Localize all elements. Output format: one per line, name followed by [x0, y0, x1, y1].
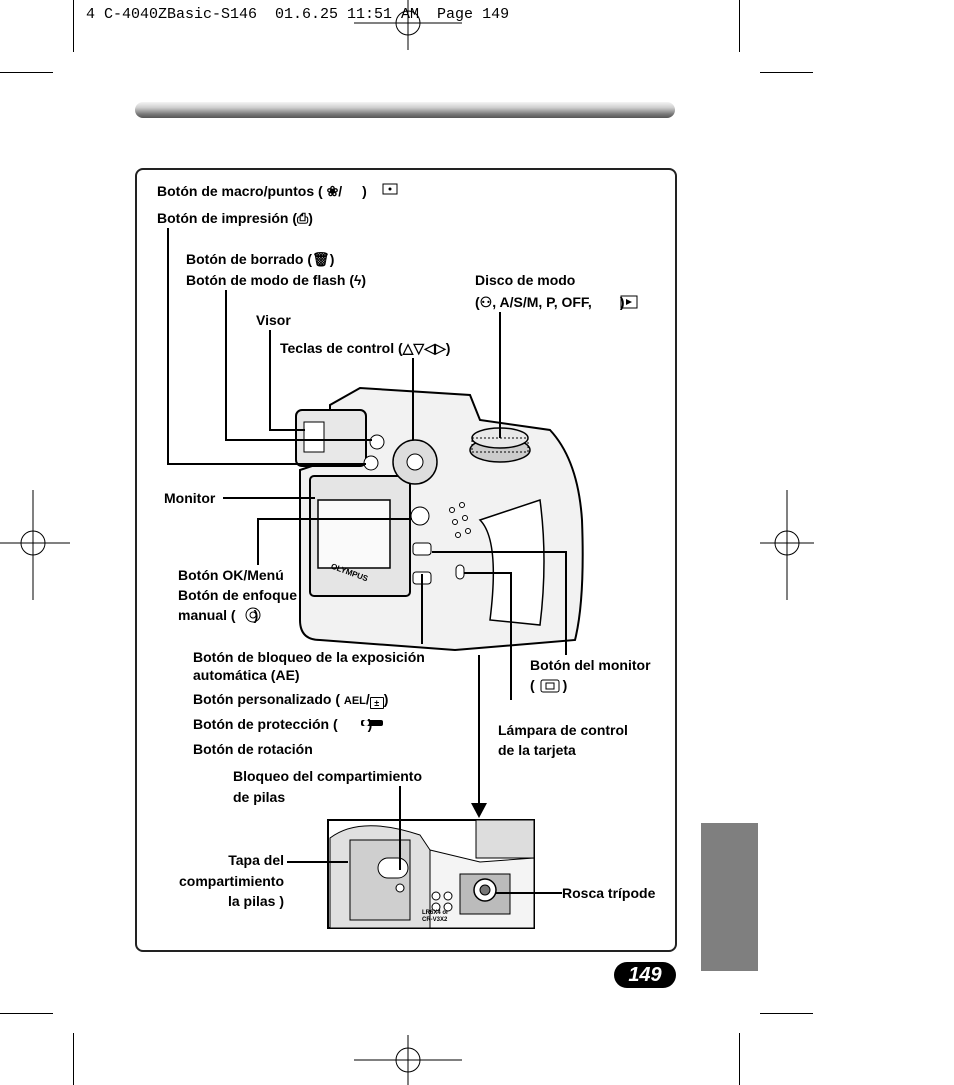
macro-icon: ❀/ [326, 183, 343, 199]
label-viewfinder: Visor [256, 312, 291, 328]
label-battery-cover-3: la pilas ) [227, 893, 284, 909]
label-text: ) [308, 210, 313, 226]
label-text: ) [362, 183, 367, 199]
label-text: Botón de protección ( [193, 716, 338, 732]
print-icon: ⎙ [297, 210, 309, 226]
label-ae-lock: Botón de bloqueo de la exposición [193, 649, 425, 665]
label-text: ) [329, 251, 335, 267]
label-battery-lock-2: de pilas [233, 789, 286, 805]
crop-mark [760, 1013, 813, 1014]
label-flash-button: Botón de modo de flash (ϟ) [186, 270, 366, 290]
header-bar [135, 102, 675, 118]
trash-icon: 🗑 [312, 251, 330, 267]
label-battery-cover: Tapa del [228, 852, 284, 868]
label-battery-lock: Bloqueo del compartimiento [233, 768, 423, 784]
label-card-lamp: Lámpara de control [498, 722, 628, 738]
label-text: ) [367, 716, 373, 732]
label-manual-focus-2: manual () [178, 605, 258, 625]
label-protect-button: Botón de protección () [193, 714, 372, 734]
crop-mark [0, 1013, 53, 1014]
registration-mark-bottom [354, 1035, 462, 1085]
label-macro-button: Botón de macro/puntos ( ❀/ ) [157, 181, 367, 201]
page-number: 149 [614, 962, 676, 988]
crop-mark [739, 1033, 740, 1085]
label-ae-lock-2: automática (AE) [193, 667, 300, 683]
label-mode-dial-values: (⚇, A/S/M, P, OFF,) [475, 294, 625, 310]
label-custom-button: Botón personalizado ( AEL/±) [193, 691, 389, 709]
label-text: Botón personalizado ( [193, 691, 340, 707]
chapter-tab [701, 823, 758, 971]
label-text: ) [383, 691, 389, 707]
label-monitor: Monitor [164, 490, 216, 506]
label-battery-cover-2: compartimiento [178, 873, 284, 889]
label-monitor-button: Botón del monitor [530, 657, 651, 673]
movie-icon: ⚇ [479, 294, 493, 310]
battery-text-line: CR-V3X2 [422, 917, 448, 923]
crop-mark [73, 1033, 74, 1085]
label-text: Botón de impresión ( [157, 210, 297, 226]
label-ok-menu: Botón OK/Menú [178, 567, 284, 583]
crop-mark [73, 0, 74, 52]
label-text: manual ( [178, 607, 236, 623]
label-text: ) [361, 272, 367, 288]
battery-text: LR6X4 or CR-V3X2 [422, 910, 448, 924]
ael-text: AEL [343, 695, 366, 707]
label-text: , A/S/M, P, OFF, [492, 294, 592, 310]
custom-icon: ± [369, 697, 384, 709]
label-text: Botón de macro/puntos ( [157, 183, 323, 199]
label-card-lamp-2: de la tarjeta [498, 742, 576, 758]
diagram-frame [135, 168, 677, 952]
label-tripod: Rosca trípode [562, 885, 656, 901]
registration-mark-top [354, 0, 462, 50]
label-erase-button: Botón de borrado (🗑) [186, 249, 334, 269]
battery-text-line: LR6X4 or [422, 910, 449, 916]
print-slug: 4 C-4040ZBasic-S146 01.6.25 11:51 AM Pag… [86, 6, 510, 23]
label-rotate-button: Botón de rotación [193, 741, 313, 757]
label-monitor-button-icon: () [530, 677, 568, 693]
crop-mark [760, 72, 813, 73]
label-print-button: Botón de impresión (⎙) [157, 208, 313, 228]
label-manual-focus: Botón de enfoque [178, 587, 297, 603]
flash-icon: ϟ [354, 272, 362, 288]
label-text: ) [253, 607, 259, 623]
registration-mark-right [760, 490, 814, 600]
label-text: Botón de borrado ( [186, 251, 312, 267]
label-text: Botón de modo de flash ( [186, 272, 354, 288]
label-arrow-keys: Teclas de control (△▽◁▷) [280, 340, 451, 356]
crop-mark [0, 72, 53, 73]
label-mode-dial: Disco de modo [475, 272, 576, 288]
registration-mark-left [0, 490, 70, 600]
crop-mark [739, 0, 740, 52]
